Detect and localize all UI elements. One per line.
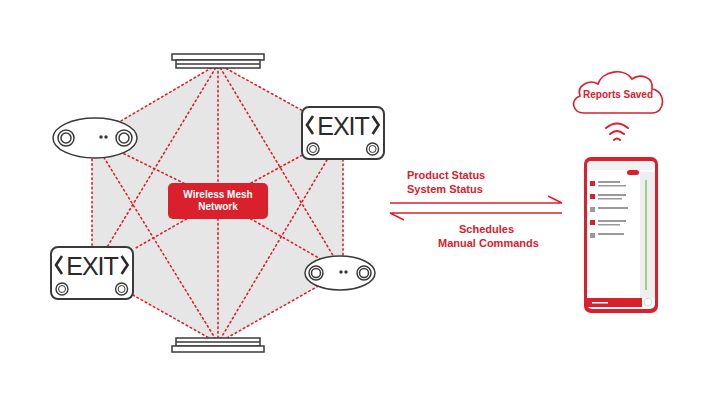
wifi-symbol	[606, 124, 628, 141]
emergency-light	[305, 256, 375, 290]
flow-label: Schedules	[459, 223, 514, 236]
mesh-link	[134, 219, 187, 249]
ceiling-fixture	[172, 54, 264, 68]
exit-sign: EXIT	[301, 106, 385, 160]
sign-text: EXIT	[317, 112, 369, 140]
node-label: Wireless Mesh Network	[178, 189, 258, 213]
exit-sign: EXIT	[50, 246, 134, 300]
data-arrows	[390, 196, 562, 220]
node-label: Reports Saved	[583, 89, 653, 101]
cloud-storage: Reports Saved	[570, 69, 666, 115]
emergency-light	[53, 118, 137, 158]
flow-label: Product Status	[407, 169, 485, 182]
flow-label: Manual Commands	[438, 237, 539, 250]
sign-text: EXIT	[66, 252, 118, 280]
smartphone	[584, 157, 658, 313]
ceiling-fixture	[172, 338, 264, 352]
network-box: Wireless Mesh Network	[168, 183, 268, 219]
mesh-link	[251, 156, 301, 183]
flow-label: System Status	[407, 183, 483, 196]
